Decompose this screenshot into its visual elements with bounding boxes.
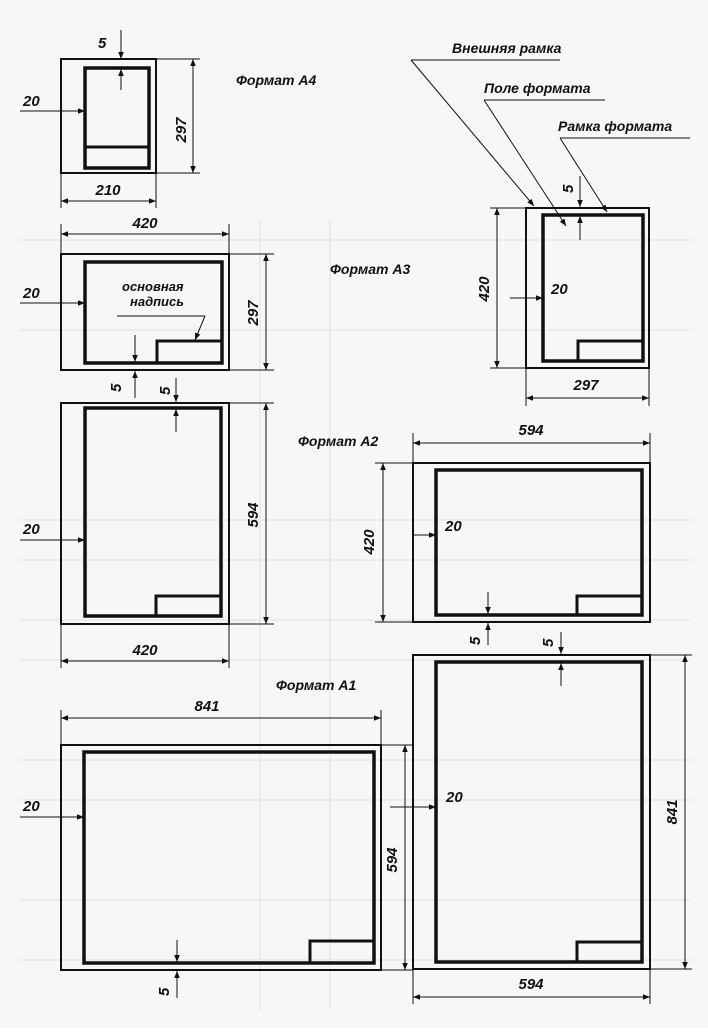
a3v-dim-5: 5 (560, 184, 577, 193)
title-block-label-line2: надпись (130, 294, 184, 309)
a2h-dim-20: 20 (444, 518, 462, 535)
format-a2-vertical (20, 378, 274, 668)
a1h-dim-5: 5 (156, 987, 173, 996)
a4-dim-20: 20 (22, 93, 40, 110)
a3v-dim-20: 20 (550, 281, 568, 298)
a2-outer-frame (60, 402, 230, 625)
a3-title-block (155, 339, 224, 365)
label-format-field: Поле формата (484, 80, 591, 96)
a3-outer-frame (60, 253, 230, 371)
a3-inner-frame (83, 260, 224, 365)
a2h-dim-5: 5 (467, 636, 484, 645)
a4-dim-5: 5 (98, 35, 107, 52)
a1h-outer-frame (60, 744, 382, 971)
a3-leader-arrow (194, 315, 206, 341)
a1v-inner-frame (434, 660, 644, 964)
format-a1-horizontal (20, 710, 413, 998)
a2-title-block (154, 594, 223, 618)
label-format-frame: Рамка формата (558, 118, 672, 134)
a1v-outer-frame (412, 654, 651, 970)
format-a1-vertical (390, 632, 692, 1004)
a3v-dim-297: 297 (572, 377, 599, 394)
a1v-dim-841: 841 (664, 799, 681, 824)
a1-title: Формат А1 (276, 677, 356, 693)
a2-dim-420: 420 (131, 642, 158, 659)
a3v-title-block (576, 339, 645, 363)
leader-format-frame (559, 137, 608, 213)
a1v-dim-5: 5 (540, 638, 557, 647)
a3-dim-420: 420 (131, 215, 158, 232)
a2h-dim-420: 420 (361, 529, 378, 556)
a3-dim-297: 297 (245, 300, 262, 327)
a3-dim-5: 5 (108, 383, 125, 392)
a2h-outer-frame (412, 462, 651, 623)
a1v-dim-594: 594 (518, 976, 544, 993)
a2-inner-frame (83, 406, 223, 618)
a1h-dim-841: 841 (194, 698, 219, 715)
a4-inner-frame (83, 66, 151, 170)
a4-outer-frame (60, 58, 157, 174)
a3-title: Формат А3 (330, 261, 410, 277)
format-a3-vertical (410, 59, 690, 406)
leader-outer-frame (410, 59, 535, 207)
a1h-title-block (308, 939, 376, 965)
a2h-title-block (575, 594, 644, 617)
a4-dim-210: 210 (94, 182, 121, 199)
a1v-title-block (575, 940, 644, 964)
a2-title: Формат А2 (298, 433, 378, 449)
a2-dim-5: 5 (157, 386, 174, 395)
a1h-dim-594: 594 (384, 847, 401, 873)
a3v-outer-frame (525, 207, 650, 369)
a1v-dim-20: 20 (445, 789, 463, 806)
a2h-inner-frame (434, 468, 644, 617)
a2-dim-20: 20 (22, 521, 40, 538)
format-a4 (20, 30, 200, 208)
a3-dim-20: 20 (22, 285, 40, 302)
format-a2-horizontal (375, 433, 651, 645)
a2-dim-594: 594 (245, 502, 262, 528)
a2h-dim-594: 594 (518, 422, 544, 439)
a1h-inner-frame (82, 750, 376, 965)
a4-title: Формат А4 (236, 72, 316, 88)
a3v-dim-420: 420 (476, 276, 493, 303)
a1h-dim-20: 20 (22, 798, 40, 815)
title-block-label-line1: основная (122, 279, 184, 294)
label-outer-frame: Внешняя рамка (452, 40, 562, 56)
format-a3-horizontal (20, 224, 274, 398)
leader-format-field (483, 99, 567, 227)
a4-dim-297: 297 (173, 117, 190, 144)
